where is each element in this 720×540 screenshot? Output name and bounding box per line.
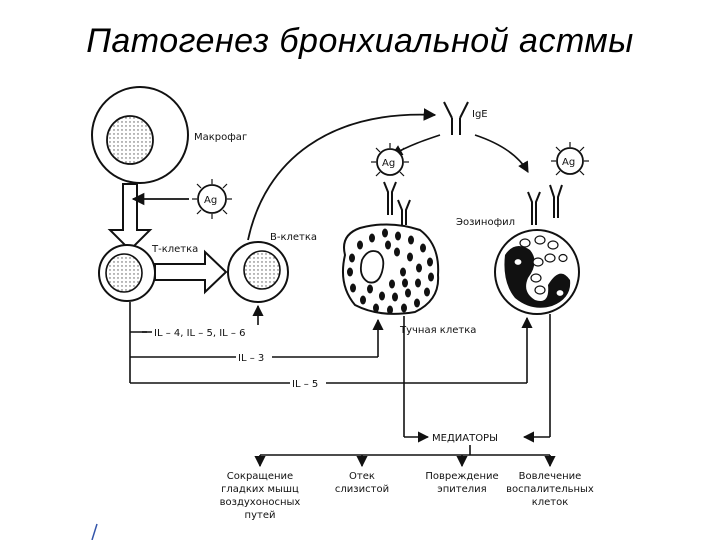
slide-title: Патогенез бронхиальной астмы (86, 22, 634, 60)
svg-text:эпителия: эпителия (437, 484, 486, 495)
mast-cell (342, 223, 440, 315)
macrophage-label: Макрофаг (194, 132, 247, 143)
eosinophil-ige-receptors (527, 184, 563, 225)
scan-mark (91, 523, 98, 540)
t-cell-to-b-cell-arrow (154, 249, 228, 295)
t-cell (98, 244, 156, 302)
svg-text:клеток: клеток (532, 497, 569, 508)
mast-cell-label: Тучная клетка (399, 325, 476, 336)
svg-text:Ag: Ag (562, 157, 575, 168)
mediators-label: МЕДИАТОРЫ (432, 433, 498, 444)
cytokine-il-5: IL – 5 (292, 379, 318, 390)
svg-text:воздухоносных: воздухоносных (220, 497, 301, 508)
ige-to-eos-arrow (474, 134, 529, 173)
b-cell-to-ige-arrow (247, 108, 437, 241)
macrophage-to-t-cell-arrow (107, 183, 153, 252)
svg-text:воспалительных: воспалительных (506, 484, 594, 495)
svg-text:Сокращение: Сокращение (227, 471, 293, 482)
svg-text:Ag: Ag (382, 158, 395, 169)
b-cell-label: В-клетка (270, 232, 317, 243)
outcome-epithelial-damage: Повреждение эпителия (425, 471, 498, 495)
outcome-inflammatory-cells: Вовлечение воспалительных клеток (506, 471, 594, 508)
svg-text:Отек: Отек (349, 471, 375, 482)
b-cell (227, 241, 289, 303)
outcome-edema: Отек слизистой (335, 471, 389, 495)
antigen-eosinophil: Ag (551, 142, 589, 176)
antigen-label: Ag (204, 195, 217, 206)
t-cell-label: Т-клетка (151, 244, 198, 255)
outcome-smooth-muscle: Сокращение гладких мышц воздухоносных пу… (220, 471, 301, 521)
ige-antibody (443, 101, 469, 135)
svg-text:путей: путей (245, 510, 276, 521)
svg-text:Вовлечение: Вовлечение (519, 471, 582, 482)
macrophage-cell (91, 86, 189, 184)
antigen-mast: Ag (371, 143, 409, 177)
ige-label: IgE (472, 109, 488, 120)
cytokine-il-3: IL – 3 (238, 353, 264, 364)
mast-ige-receptors (383, 181, 411, 225)
svg-text:Повреждение: Повреждение (425, 471, 498, 482)
eosinophil-label: Эозинофил (456, 217, 515, 228)
eosinophil-cell (494, 229, 580, 315)
svg-text:слизистой: слизистой (335, 484, 389, 495)
cytokine-il-4-5-6: IL – 4, IL – 5, IL – 6 (154, 328, 245, 339)
svg-text:гладких мышц: гладких мышц (221, 484, 299, 495)
antigen-macrophage: Ag (192, 179, 232, 219)
